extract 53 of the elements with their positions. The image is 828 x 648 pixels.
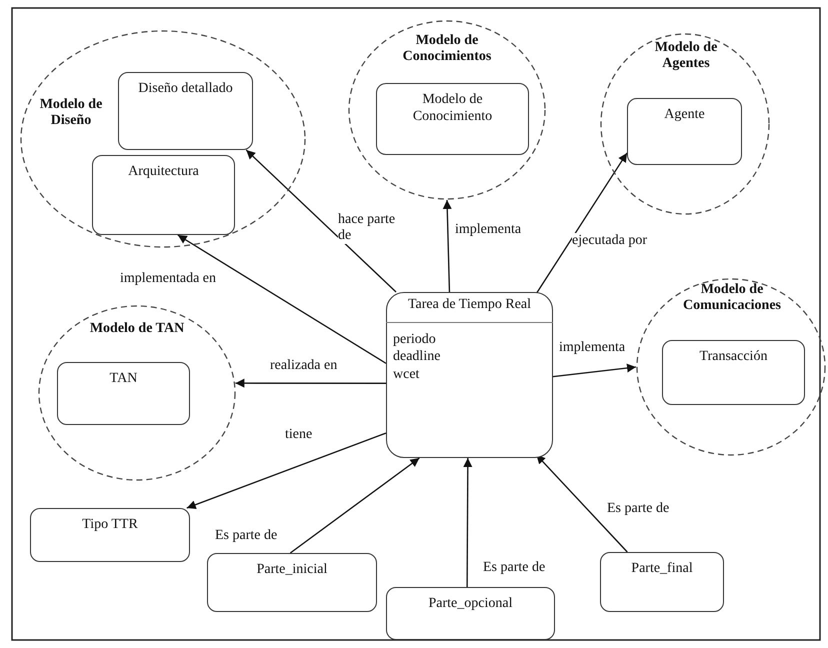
- box-label: Parte_opcional: [428, 596, 512, 613]
- element-box: [92, 155, 235, 235]
- model-title: Modelo de Comunicaciones: [682, 282, 782, 314]
- model-ellipse: [38, 305, 236, 481]
- edge-label: implementada en: [120, 271, 216, 288]
- edge-label: Es parte de: [215, 528, 278, 544]
- box-label: Transacción: [700, 349, 768, 366]
- box-label: Diseño detallado: [138, 81, 233, 98]
- model-title: Modelo de TAN: [88, 321, 186, 338]
- model-ellipse: [636, 278, 826, 456]
- element-box: [600, 552, 724, 612]
- arrow: [463, 458, 472, 587]
- edge-label: Es parte de: [483, 560, 546, 576]
- model-title: Modelo de Conocimientos: [402, 33, 492, 66]
- edge-label: hace parte de: [338, 212, 396, 244]
- attribute-text: deadline: [392, 348, 440, 366]
- box-label: Arquitectura: [128, 164, 199, 181]
- edge-label: implementa: [455, 222, 522, 238]
- element-box: [30, 508, 190, 562]
- edge-label: ejecutada por: [572, 233, 648, 250]
- task-title: Tarea de Tiempo Real: [406, 297, 532, 314]
- model-ellipse: [20, 30, 306, 248]
- box-label: Parte_inicial: [256, 562, 328, 579]
- box-label: TAN: [110, 371, 138, 388]
- arrow: [290, 457, 420, 554]
- arrow: [552, 364, 636, 378]
- arrow: [536, 152, 628, 294]
- model-title: Modelo de Agentes: [654, 40, 718, 72]
- arrow: [235, 378, 386, 388]
- element-box: [376, 83, 529, 155]
- model-title: Modelo de Diseño: [38, 97, 104, 130]
- attribute-text: periodo: [392, 330, 436, 348]
- model-ellipse: [348, 20, 546, 200]
- edge-label: Es parte de: [607, 501, 670, 518]
- box-label: Agente: [664, 107, 705, 124]
- box-label: Tipo TTR: [82, 517, 138, 534]
- element-box: [627, 98, 742, 165]
- model-ellipse: [600, 33, 770, 215]
- box-label: Parte_final: [631, 561, 693, 578]
- task-box: [386, 292, 553, 458]
- element-box: [118, 72, 253, 150]
- arrow: [177, 234, 386, 364]
- element-box: [662, 340, 805, 405]
- edge-label: implementa: [559, 340, 626, 356]
- attribute-text: wcet: [392, 366, 420, 384]
- box-label: Modelo de Conocimiento: [412, 92, 494, 126]
- arrow: [186, 432, 386, 510]
- element-box: [57, 362, 190, 425]
- element-box: [386, 587, 555, 640]
- element-box: [207, 553, 377, 612]
- arrow: [246, 150, 396, 292]
- arrow: [536, 454, 628, 552]
- arrow: [442, 200, 452, 292]
